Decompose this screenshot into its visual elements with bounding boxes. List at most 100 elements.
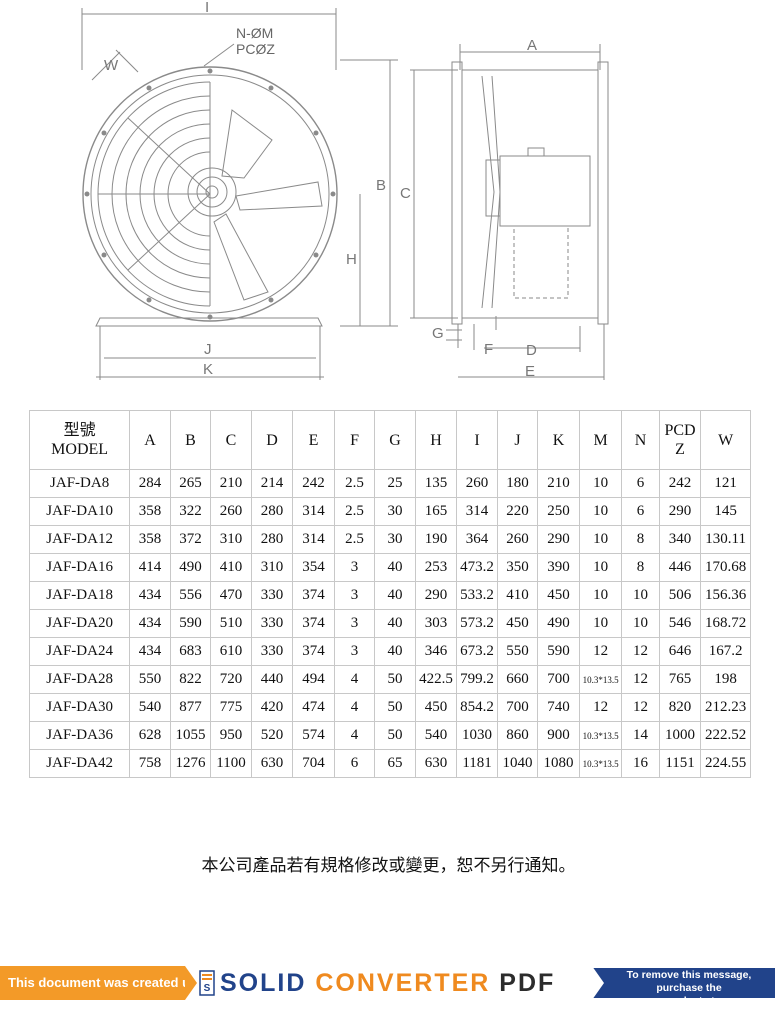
table-cell: 340: [658, 525, 702, 554]
table-cell: 450: [496, 609, 539, 638]
purchase-link-box[interactable]: [592, 968, 775, 998]
table-cell: 284: [129, 469, 171, 498]
header-col: D: [250, 410, 294, 470]
table-cell: 550: [129, 665, 171, 694]
table-cell: 210: [210, 469, 252, 498]
table-cell: 573.2: [456, 609, 498, 638]
header-pcd-line2: Z: [675, 441, 685, 458]
table-cell: 450: [414, 693, 458, 722]
table-cell: 40: [374, 553, 416, 582]
table-cell: 520: [250, 721, 294, 750]
table-cell: 1080: [537, 749, 580, 778]
table-cell: 121: [700, 469, 751, 498]
model-cell: JAF-DA24: [28, 637, 131, 666]
fan-front-view: [81, 8, 398, 380]
header-pcd-line1: PCD: [664, 422, 696, 439]
spec-change-notice: 本公司產品若有規格修改或變更，恕不另行通知。: [201, 856, 576, 876]
table-cell: 590: [169, 609, 212, 638]
table-cell: 574: [292, 721, 335, 750]
table-cell: 210: [537, 469, 580, 498]
table-cell: 758: [129, 749, 171, 778]
table-cell: 346: [414, 637, 458, 666]
table-cell: 3: [333, 581, 376, 610]
table-cell: 10.3*13.5: [578, 721, 623, 750]
table-cell: 628: [129, 721, 171, 750]
header-model-cn: 型號: [63, 422, 96, 439]
table-cell: 242: [292, 469, 335, 498]
table-cell: 354: [292, 553, 335, 582]
table-cell: 265: [169, 469, 212, 498]
table-cell: 673.2: [456, 637, 498, 666]
table-cell: 434: [129, 637, 171, 666]
watermark-banner: This document was created using S SOLID …: [0, 966, 777, 1020]
table-cell: 660: [496, 665, 539, 694]
brand-converter: CONVERTER: [315, 969, 491, 997]
table-cell: 610: [210, 637, 252, 666]
table-cell: 314: [456, 497, 498, 526]
table-cell: 135: [414, 469, 458, 498]
table-cell: 420: [250, 693, 294, 722]
model-cell: JAF-DA16: [28, 553, 131, 582]
header-col: F: [333, 410, 376, 470]
solid-documents-logo-icon: S: [199, 970, 215, 996]
table-cell: 374: [292, 637, 335, 666]
fan-side-view: [410, 44, 609, 380]
model-cell: JAF-DA30: [28, 693, 131, 722]
table-cell: 14: [621, 721, 660, 750]
table-cell: 950: [210, 721, 252, 750]
table-cell: 12: [621, 637, 660, 666]
table-cell: 450: [537, 581, 580, 610]
table-cell: 630: [250, 749, 294, 778]
table-cell: 490: [169, 553, 212, 582]
table-cell: 165: [414, 497, 458, 526]
table-cell: 8: [621, 553, 660, 582]
table-cell: 860: [496, 721, 539, 750]
table-cell: 10: [578, 609, 623, 638]
purchase-link-text[interactable]: To remove this message, purchase the pro…: [604, 969, 774, 1021]
table-cell: 8: [621, 525, 660, 554]
table-cell: 310: [250, 553, 294, 582]
table-cell: 290: [537, 525, 580, 554]
table-cell: 156.36: [700, 581, 751, 610]
table-cell: 473.2: [456, 553, 498, 582]
table-cell: 630: [414, 749, 458, 778]
header-col: C: [210, 410, 252, 470]
table-cell: 65: [374, 749, 416, 778]
header-col: M: [578, 410, 623, 470]
table-cell: 646: [658, 637, 702, 666]
table-cell: 590: [537, 637, 580, 666]
table-cell: 12: [621, 693, 660, 722]
table-cell: 474: [292, 693, 335, 722]
header-col: N: [621, 410, 660, 470]
table-cell: 303: [414, 609, 458, 638]
model-cell: JAF-DA12: [28, 525, 131, 554]
table-cell: 440: [250, 665, 294, 694]
table-cell: 2.5: [333, 469, 376, 498]
table-cell: 390: [537, 553, 580, 582]
table-cell: 198: [700, 665, 751, 694]
table-cell: 494: [292, 665, 335, 694]
table-cell: 40: [374, 637, 416, 666]
table-cell: 854.2: [456, 693, 498, 722]
table-cell: 434: [129, 581, 171, 610]
brand-logo-text: SOLID CONVERTER PDF: [220, 969, 555, 998]
specification-table: 型號 MODEL A B C D E F G H I J K M N PCD Z…: [28, 410, 751, 778]
table-cell: 1040: [496, 749, 539, 778]
table-cell: 822: [169, 665, 212, 694]
table-cell: 540: [414, 721, 458, 750]
dim-label-G: G: [432, 325, 444, 342]
table-cell: 290: [658, 497, 702, 526]
table-cell: 540: [129, 693, 171, 722]
table-cell: 364: [456, 525, 498, 554]
model-cell: JAF-DA10: [28, 497, 131, 526]
dim-label-J: J: [204, 341, 212, 358]
